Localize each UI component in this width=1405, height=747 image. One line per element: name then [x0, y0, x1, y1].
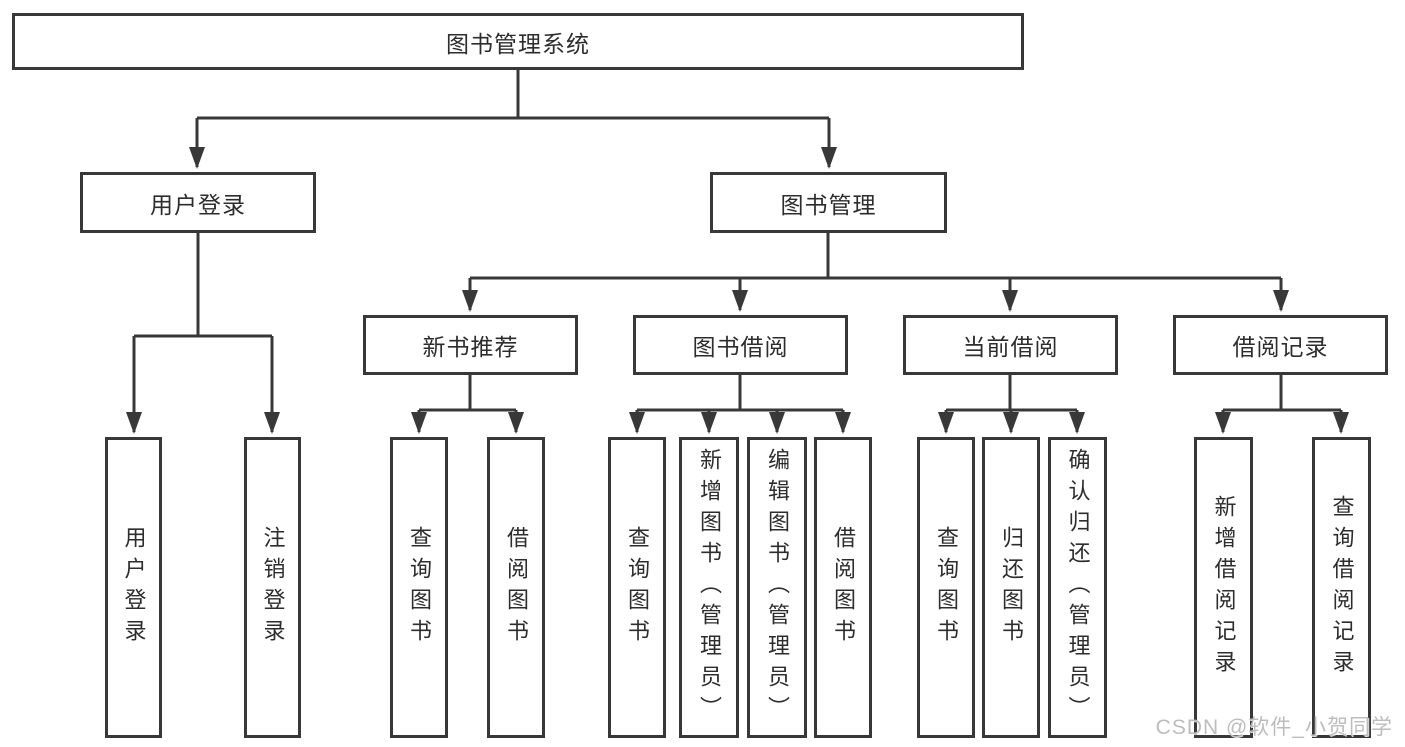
leaf-add-borrow-record: 新增借阅记录	[1194, 437, 1253, 738]
leaf-query-books-recommend: 查询图书	[390, 437, 448, 738]
node-borrow-record-label: 借阅记录	[1232, 334, 1329, 360]
node-user-login-label: 用户登录	[150, 191, 246, 218]
leaf-query-books-borrow: 查询图书	[608, 437, 666, 738]
leaf-add-book-admin: 新增图书（管理员）	[679, 437, 739, 738]
leaf-query-borrow-record-label: 查询借阅记录	[1329, 494, 1355, 681]
leaf-borrow-books-label: 借阅图书	[831, 525, 856, 650]
leaf-query-books-borrow-label: 查询图书	[625, 525, 650, 650]
node-root-label: 图书管理系统	[446, 30, 590, 57]
leaf-edit-book-admin-label: 编辑图书（管理员）	[765, 448, 790, 727]
node-user-login: 用户登录	[80, 172, 316, 233]
leaf-add-book-admin-label: 新增图书（管理员）	[697, 448, 722, 727]
leaf-confirm-return-admin-label: 确认归还（管理员）	[1065, 448, 1091, 727]
leaf-logout: 注销登录	[244, 437, 301, 738]
leaf-edit-book-admin: 编辑图书（管理员）	[747, 437, 807, 738]
node-current-borrow: 当前借阅	[903, 315, 1118, 375]
leaf-query-borrow-record: 查询借阅记录	[1312, 437, 1371, 738]
leaf-user-login: 用户登录	[105, 437, 162, 738]
leaf-borrow-books-recommend: 借阅图书	[487, 437, 545, 738]
leaf-add-borrow-record-label: 新增借阅记录	[1211, 494, 1237, 681]
leaf-borrow-books: 借阅图书	[814, 437, 872, 738]
leaf-logout-label: 注销登录	[260, 525, 286, 650]
node-book-management: 图书管理	[710, 172, 947, 233]
csdn-watermark: CSDN @软件_小贺同学	[1155, 716, 1393, 739]
leaf-confirm-return-admin: 确认归还（管理员）	[1048, 437, 1107, 738]
node-new-book-recommend: 新书推荐	[363, 315, 578, 375]
leaf-query-books-current: 查询图书	[917, 437, 975, 738]
leaf-borrow-books-recommend-label: 借阅图书	[504, 525, 529, 650]
node-borrow-record: 借阅记录	[1173, 315, 1388, 375]
node-book-borrow: 图书借阅	[633, 315, 848, 375]
node-current-borrow-label: 当前借阅	[962, 334, 1059, 360]
leaf-return-book-label: 归还图书	[999, 525, 1024, 650]
node-root: 图书管理系统	[12, 13, 1024, 70]
node-book-management-label: 图书管理	[780, 191, 877, 218]
node-book-borrow-label: 图书借阅	[692, 334, 789, 360]
leaf-return-book: 归还图书	[982, 437, 1040, 738]
leaf-query-books-current-label: 查询图书	[934, 525, 959, 650]
node-new-book-recommend-label: 新书推荐	[422, 334, 519, 360]
leaf-user-login-label: 用户登录	[121, 525, 147, 650]
leaf-query-books-recommend-label: 查询图书	[407, 525, 432, 650]
